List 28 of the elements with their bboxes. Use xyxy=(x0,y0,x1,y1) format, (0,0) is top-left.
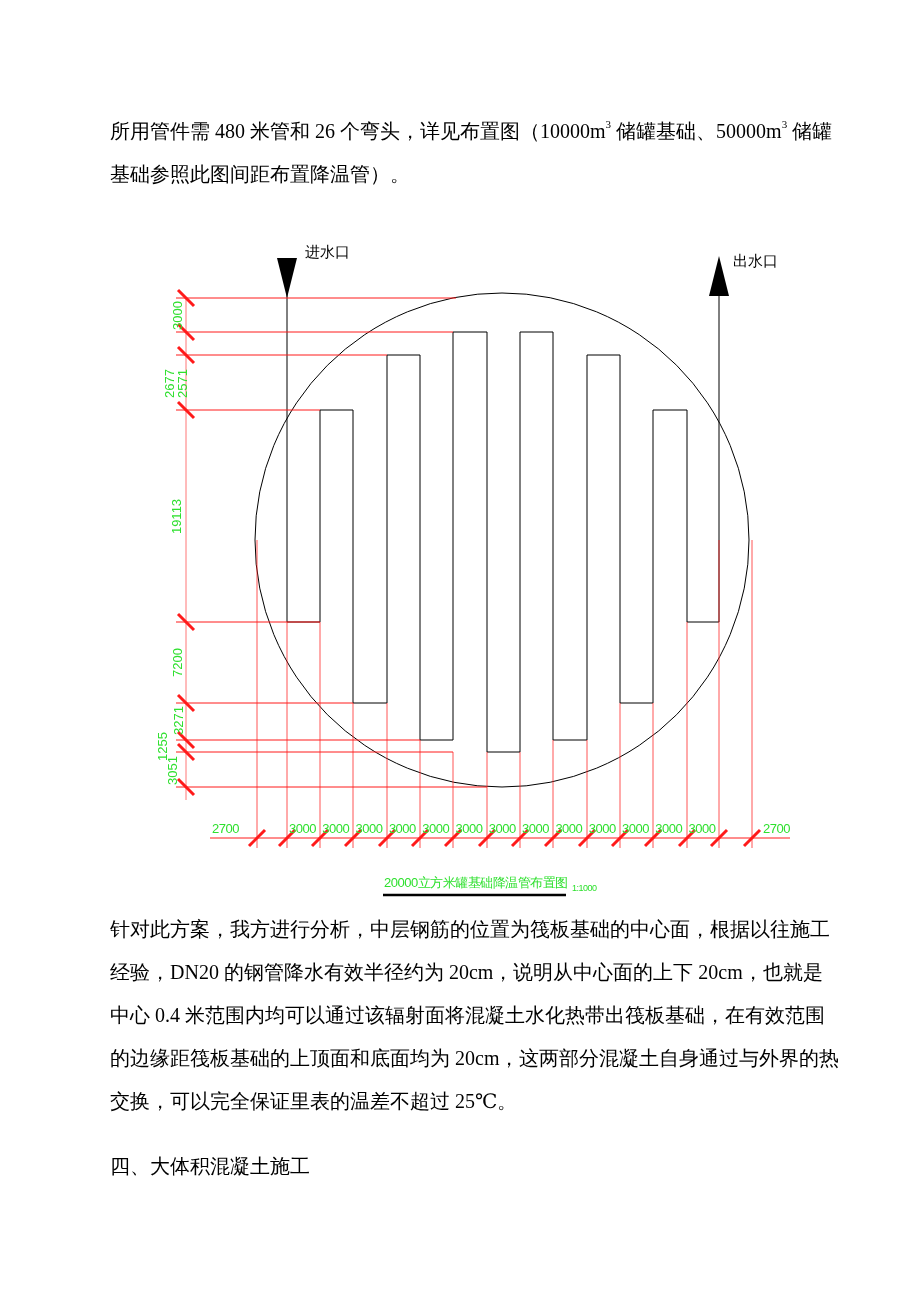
paragraph: 所用管件需 480 米管和 26 个弯头，详见布置图（10000m$^{3}$ 储罐基础、50000m$^{3}$ 储罐基础参照此图间距布置降温管）。 xyxy=(110,117,834,187)
dimension-value: 3000 xyxy=(388,822,416,835)
dimension-value: 3000 xyxy=(455,822,483,835)
dimension-value: 3000 xyxy=(555,822,583,835)
dimension-value: 2571 xyxy=(175,368,189,398)
dimension-value: 19113 xyxy=(170,498,184,534)
dimension-value: 3000 xyxy=(322,822,350,835)
section-heading: 四、大体积混凝土施工 xyxy=(110,1154,310,1179)
dimension-value: 2700 xyxy=(212,822,239,835)
dimension-value: 3000 xyxy=(289,822,316,835)
scale-label: 1:1000 xyxy=(572,884,597,893)
outlet-label: 出水口 xyxy=(733,252,778,271)
dimension-value: 3000 xyxy=(688,822,716,835)
dimension-value: 7200 xyxy=(170,647,184,677)
dimension-value: 3000 xyxy=(488,822,516,835)
dimension-value: 3000 xyxy=(170,300,184,330)
drawing-title: 20000立方米罐基础降温管布置图 xyxy=(384,876,568,889)
inlet-label: 进水口 xyxy=(305,243,350,262)
dimension-value: 3000 xyxy=(522,822,549,835)
dimension-value: 3000 xyxy=(655,822,683,835)
dimension-value: 2677 xyxy=(162,368,176,398)
dimension-value: 3000 xyxy=(622,822,649,835)
dimension-value: 3000 xyxy=(355,822,383,835)
paragraph: 针对此方案，我方进行分析，中层钢筋的位置为筏板基础的中心面，根据以往施工经验，DN20 的钢管降水有效半径约为 20cm，说明从中心面的上下 20cm，也就是中心 0.4 米范围内均可以通过该辐射面将混凝土水化热带出筏板基础，在有效范围的边缘距筏板基础的上顶面和底面均为 20cm，这两部分混凝土自身通过与外界的热交换，可以完全保证里表的温差不超过 25℃。 xyxy=(110,917,840,1114)
dimension-value: 3000 xyxy=(422,822,450,835)
dimension-value: 2700 xyxy=(763,822,790,835)
dimension-value: 3271 xyxy=(171,705,185,735)
dimension-value: 3000 xyxy=(588,822,616,835)
